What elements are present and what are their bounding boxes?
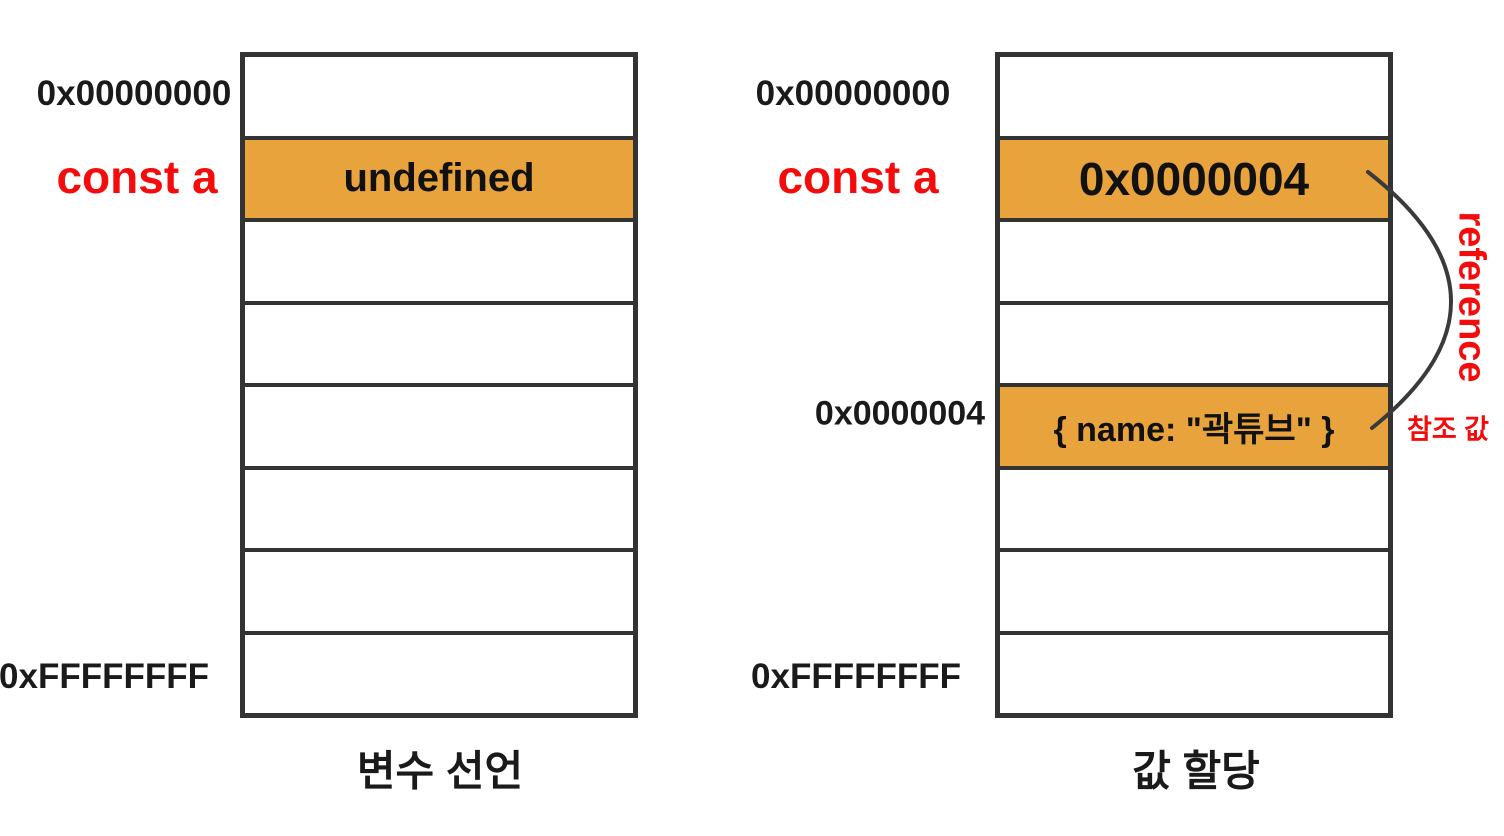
memory-cell <box>245 57 633 136</box>
memory-cell <box>245 630 633 713</box>
reference-value-label: 참조 값 <box>1406 414 1490 445</box>
memory-cell <box>245 300 633 383</box>
memory-cell <box>245 465 633 548</box>
left-address-bottom-label: 0xFFFFFFFF <box>0 657 209 696</box>
right-caption: 값 할당 <box>1132 747 1260 795</box>
left-caption: 변수 선언 <box>356 747 524 795</box>
memory-cell <box>1000 218 1388 301</box>
memory-cell <box>1000 465 1388 548</box>
left-memory-table: undefined <box>240 52 638 718</box>
reference-label: reference <box>1450 211 1493 383</box>
right-address-top-label: 0x00000000 <box>755 74 951 113</box>
right-address-bottom-label: 0xFFFFFFFF <box>751 657 961 696</box>
memory-cell <box>1000 548 1388 631</box>
memory-cell <box>245 218 633 301</box>
right-address-mid-label: 0x0000004 <box>814 394 986 433</box>
memory-cell <box>1000 630 1388 713</box>
memory-cell-filled: { name: "곽튜브" } <box>1000 383 1388 466</box>
memory-cell <box>1000 300 1388 383</box>
memory-cell-filled: 0x0000004 <box>1000 135 1388 218</box>
right-variable-name-label: const a <box>777 151 939 203</box>
memory-cell <box>1000 57 1388 136</box>
left-variable-name-label: const a <box>56 151 218 203</box>
left-address-top-label: 0x00000000 <box>36 74 232 113</box>
right-memory-table: 0x0000004 { name: "곽튜브" } <box>995 52 1393 718</box>
memory-cell <box>245 548 633 631</box>
memory-cell <box>245 383 633 466</box>
memory-cell-filled: undefined <box>245 135 633 218</box>
